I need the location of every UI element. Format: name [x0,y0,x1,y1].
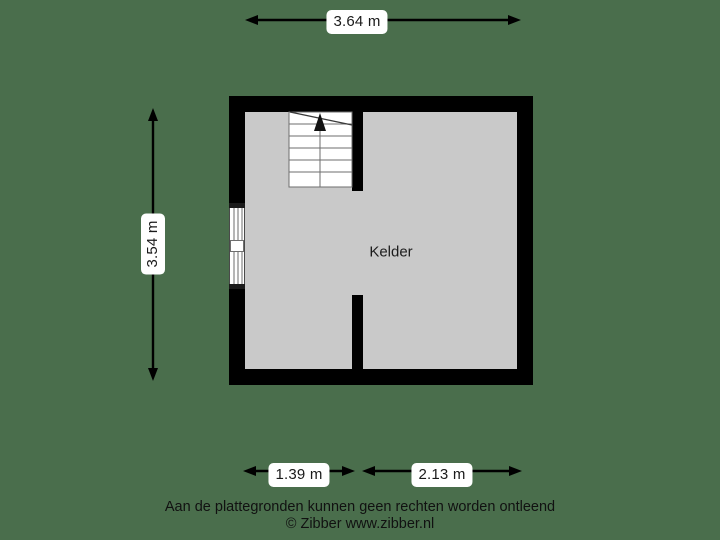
footer-disclaimer: Aan de plattegronden kunnen geen rechten… [164,499,556,515]
footer-copyright: © Zibber www.zibber.nl [285,516,435,532]
dimension-label-top: 3.64 m [326,10,388,34]
dimension-label-left: 3.54 m [141,213,165,275]
dimension-label-bottom-right: 2.13 m [411,463,473,487]
interior-wall-bottom [352,295,363,369]
building-walls [229,96,533,385]
stair-partition-wall [352,112,363,191]
stair-direction-arrow-icon [314,113,326,131]
dimension-label-bottom-left: 1.39 m [268,463,330,487]
staircase [288,111,353,188]
window-left-wall [229,203,245,289]
room-floor-kelder [245,112,517,369]
room-label-kelder: Kelder [369,243,413,261]
